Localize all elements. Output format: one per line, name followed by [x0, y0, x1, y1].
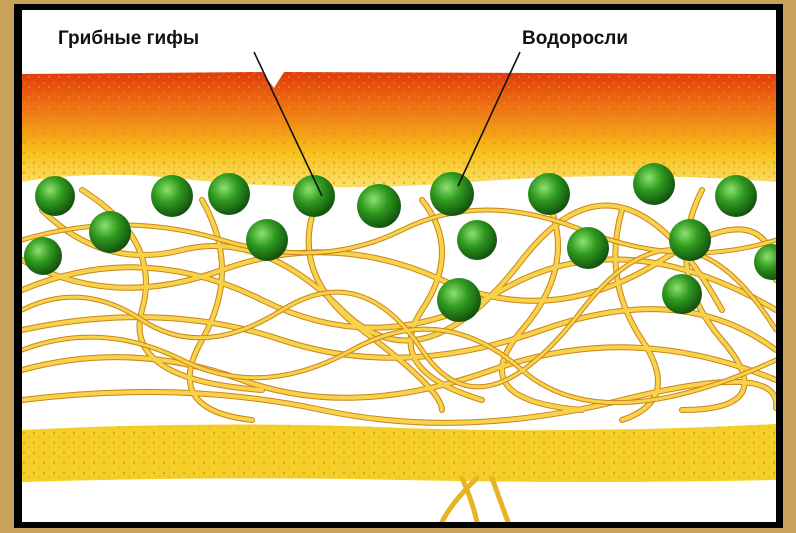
alga-cell — [357, 184, 401, 228]
alga-cell — [246, 219, 288, 261]
lichen-cross-section: Грибные гифы Водоросли — [22, 10, 776, 522]
alga-cell — [430, 172, 474, 216]
rhizines — [442, 478, 508, 522]
lichen-illustration — [22, 10, 776, 522]
alga-cell — [662, 274, 702, 314]
alga-cell — [151, 175, 193, 217]
hyphae-label: Грибные гифы — [58, 28, 199, 50]
algae-label: Водоросли — [522, 28, 628, 50]
alga-cell — [715, 175, 757, 217]
alga-cell — [457, 220, 497, 260]
alga-cell — [24, 237, 62, 275]
alga-cell — [208, 173, 250, 215]
alga-cell — [293, 175, 335, 217]
alga-cell — [89, 211, 131, 253]
alga-cell — [35, 176, 75, 216]
fungal-hyphae — [22, 190, 776, 423]
alga-cell — [633, 163, 675, 205]
alga-cell — [567, 227, 609, 269]
alga-cell — [528, 173, 570, 215]
alga-cell — [754, 244, 776, 280]
alga-cell — [669, 219, 711, 261]
alga-cell — [437, 278, 481, 322]
